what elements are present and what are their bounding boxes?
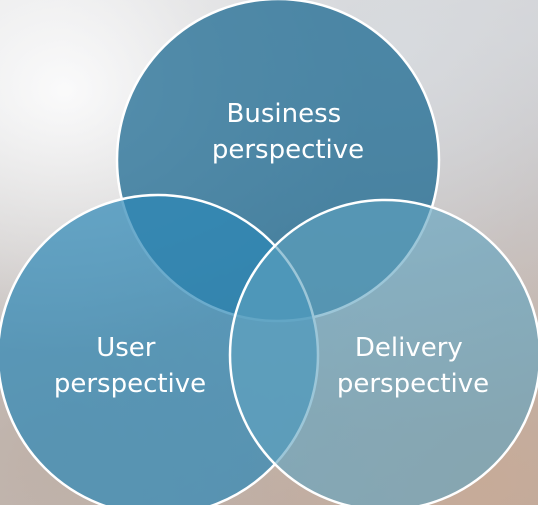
delivery-circle <box>228 198 538 505</box>
user-label-line1: User <box>96 333 156 363</box>
business-label-line2: perspective <box>212 135 364 165</box>
delivery-label: Delivery perspective <box>337 333 489 399</box>
business-label: Business perspective <box>212 99 364 165</box>
user-label-line2: perspective <box>54 369 206 399</box>
user-label: User perspective <box>54 333 206 399</box>
delivery-label-line2: perspective <box>337 369 489 399</box>
business-label-line1: Business <box>227 99 342 129</box>
delivery-label-line1: Delivery <box>355 333 463 363</box>
